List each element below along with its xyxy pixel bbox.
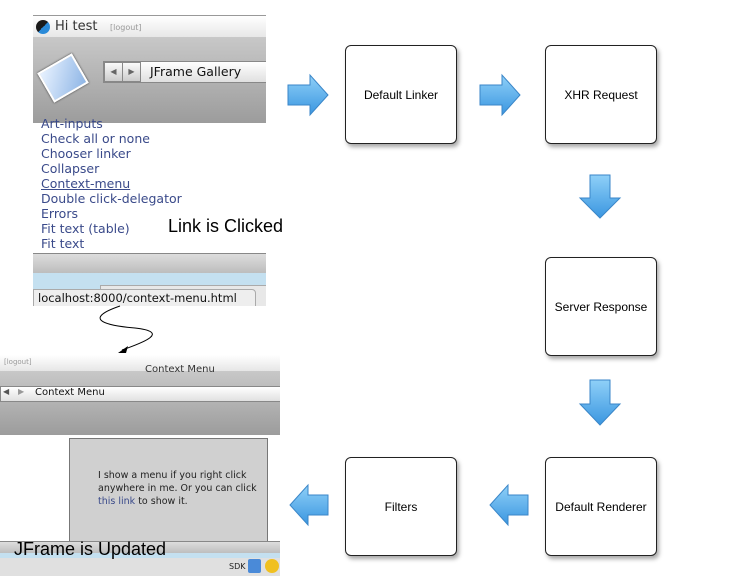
forward-button[interactable]: ▶ [122,62,141,82]
link-chooser-linker[interactable]: Chooser linker [41,146,131,161]
dock: SDK [0,558,280,576]
caption-link-clicked: Link is Clicked [168,216,284,236]
link-errors[interactable]: Errors [41,206,78,221]
top-bar: [logout] [0,355,280,371]
window-title: Context Menu [145,364,215,375]
body-text-end: to show it. [138,496,188,507]
context-menu-area[interactable]: I show a menu if you right click anywher… [69,438,268,545]
link-double-click[interactable]: Double click-delegator [41,191,182,206]
arrow-right-2 [479,73,521,117]
link-art-inputs[interactable]: Art-inputs [41,116,103,131]
context-menu-screenshot: [logout] Context Menu ◀ ▶ Context Menu I… [0,355,280,576]
logo-icon [36,20,50,34]
greeting: Hi test [55,19,98,34]
link-check-all[interactable]: Check all or none [41,131,150,146]
logout-link[interactable]: [logout] [4,358,32,366]
link-collapser[interactable]: Collapser [41,161,100,176]
window-header: ◀ ▶ JFrame Gallery [33,37,266,123]
transition-arrow [99,305,153,353]
dock-label: SDK [229,562,246,571]
arrow-down-2 [578,379,622,426]
top-bar: Hi test [logout] [33,15,266,38]
node-xhr-request: XHR Request [545,45,657,144]
chat-icon[interactable] [265,559,279,573]
node-filters: Filters [345,457,457,556]
arrow-right-1 [287,73,329,117]
forward-button[interactable]: ▶ [18,387,25,396]
logout-link[interactable]: [logout] [110,23,142,32]
link-list: Art-inputs Check all or none Chooser lin… [41,116,182,251]
bottom-bar [33,253,266,274]
link-fit-text-table[interactable]: Fit text (table) [41,221,130,236]
arrow-down-1 [578,174,622,219]
show-menu-link[interactable]: this link [98,496,136,507]
node-default-renderer: Default Renderer [545,457,657,556]
node-default-linker: Default Linker [345,45,457,144]
nav-bar: ◀ ▶ JFrame Gallery [103,61,266,83]
status-url: localhost:8000/context-menu.html [33,289,256,306]
finder-icon[interactable] [248,559,261,573]
bottom-bar [0,541,280,554]
arrow-left-2 [289,483,329,527]
nav-title: Context Menu [35,387,105,398]
window-title: JFrame Gallery [150,64,242,79]
link-fit-text[interactable]: Fit text [41,236,85,251]
window-header: Context Menu ◀ ▶ Context Menu [0,364,280,435]
nav-bar: ◀ ▶ Context Menu [0,386,280,402]
gallery-screenshot: Hi test [logout] ◀ ▶ JFrame Gallery Art-… [33,15,266,306]
link-context-menu[interactable]: Context-menu [41,176,131,191]
node-server-response: Server Response [545,257,657,356]
caption-jframe-updated: JFrame is Updated [14,539,167,559]
back-button[interactable]: ◀ [3,387,10,396]
body-text: I show a menu if you right click anywher… [98,470,257,494]
arrow-left-1 [489,483,529,527]
